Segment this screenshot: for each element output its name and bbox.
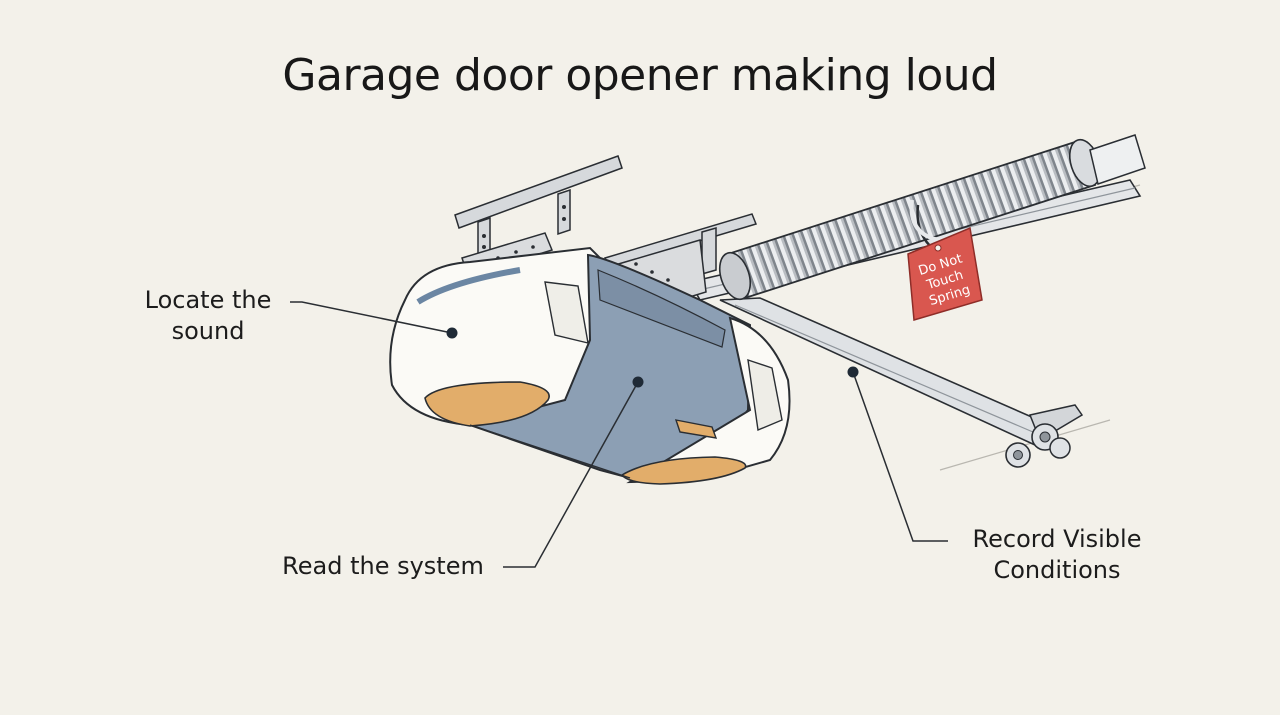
leader-locate bbox=[290, 301, 453, 334]
callout-record-line2: Conditions bbox=[993, 556, 1121, 584]
callout-dot-locate bbox=[446, 327, 458, 339]
callout-record-conditions: Record Visible Conditions bbox=[950, 524, 1164, 586]
callout-dot-read bbox=[632, 376, 644, 388]
callout-locate-sound: Locate the sound bbox=[130, 285, 286, 347]
callout-locate-line2: sound bbox=[171, 317, 245, 345]
diagram-title: Garage door opener making loud bbox=[282, 50, 998, 101]
trolley bbox=[1005, 404, 1084, 468]
callout-record-line1: Record Visible bbox=[972, 525, 1142, 553]
leader-record bbox=[852, 371, 948, 542]
motor-housing bbox=[389, 246, 791, 485]
leader-read bbox=[503, 381, 639, 568]
callout-read-system: Read the system bbox=[282, 552, 484, 580]
torsion-spring bbox=[718, 134, 1146, 301]
callout-leaders bbox=[290, 301, 948, 568]
callout-dot-record bbox=[847, 366, 859, 378]
warning-tag: Do Not Touch Spring bbox=[907, 199, 983, 321]
callout-locate-line1: Locate the bbox=[144, 286, 272, 314]
